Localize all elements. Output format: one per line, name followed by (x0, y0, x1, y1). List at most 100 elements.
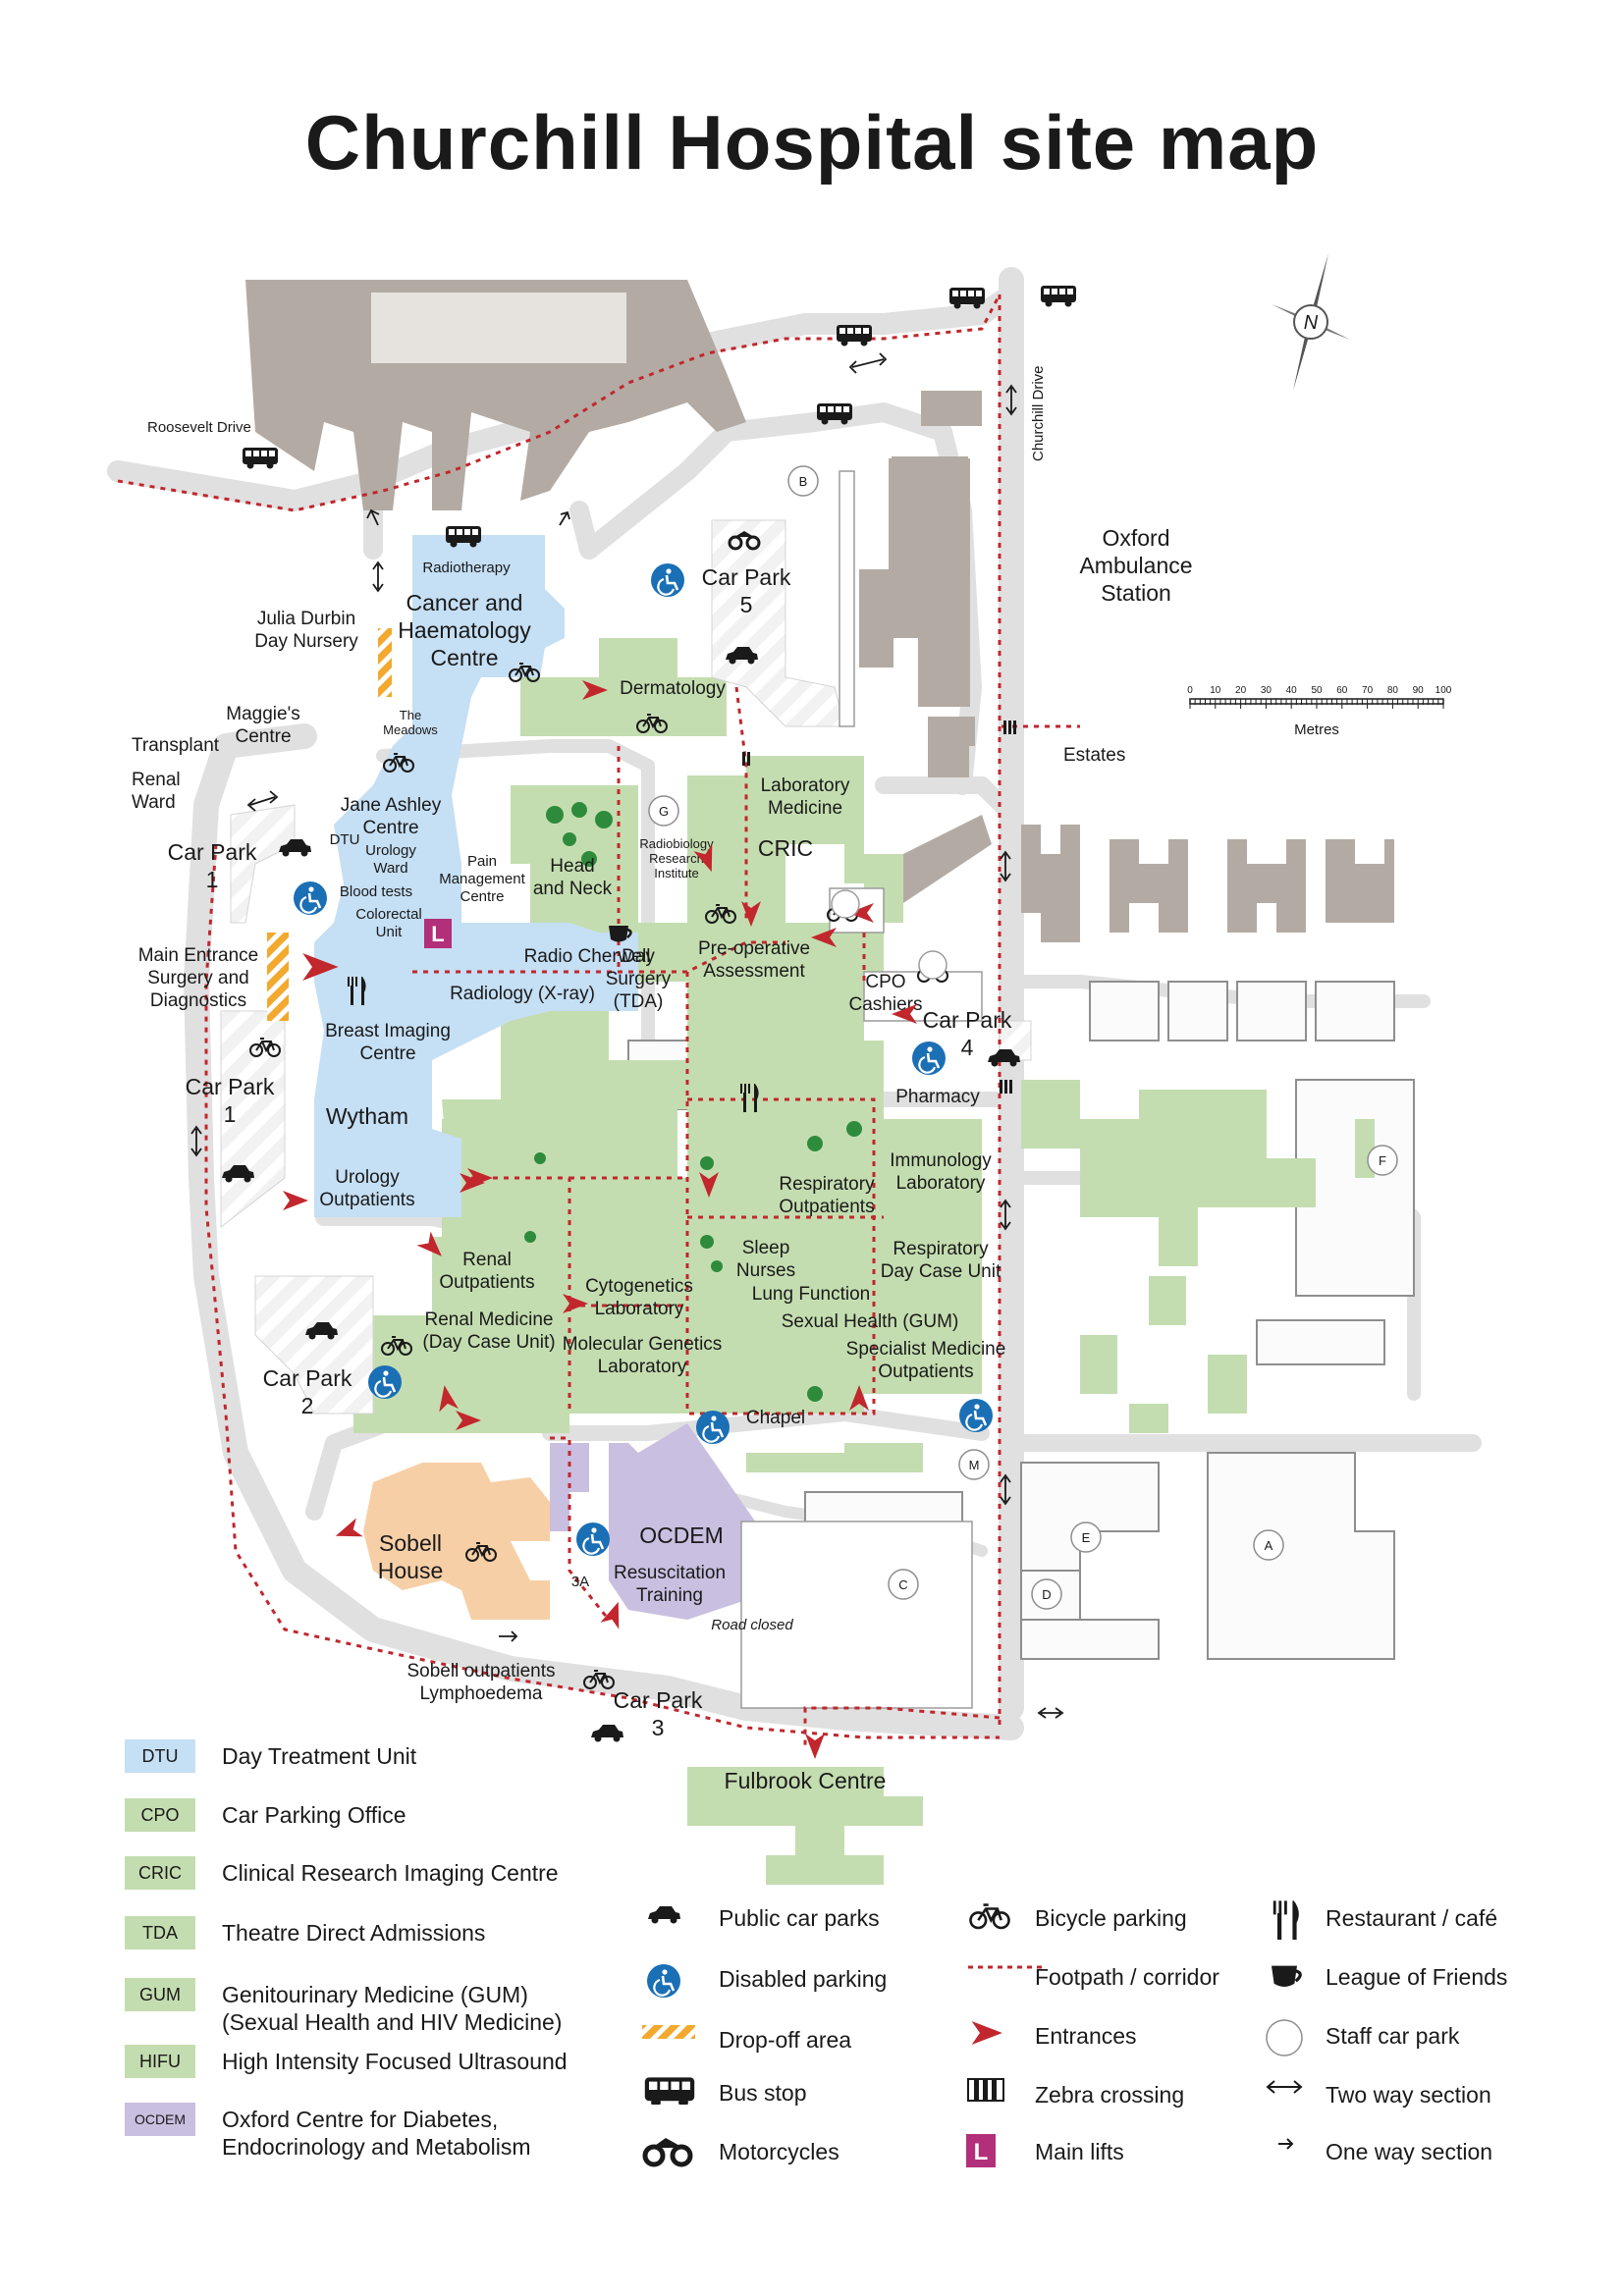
bus-icon (640, 2075, 699, 2109)
entrance-arrow-icon (283, 1191, 308, 1210)
letter-marker-d: D (1031, 1578, 1062, 1610)
disabled-parking-icon (649, 561, 686, 599)
letter-marker-e: E (1070, 1522, 1102, 1553)
scale-tick-label: 30 (1261, 685, 1272, 696)
staff-car-parks (740, 470, 983, 1709)
letter-marker-text: E (1082, 1530, 1091, 1545)
letter-marker-text: B (799, 474, 808, 489)
footpath-icon (966, 1959, 1045, 1977)
hospital-green-buildings (353, 638, 1375, 1885)
ambulance-station-buildings (859, 391, 982, 707)
two-way-arrow-icon (1265, 2077, 1304, 2102)
zebra-crossing-icon (966, 2077, 1005, 2108)
drop-off-area-2 (267, 933, 289, 1021)
main-lifts-marker[interactable]: L (424, 919, 452, 948)
scale-tick-label: 50 (1311, 685, 1323, 696)
map-label-cp3a: 3A (571, 1574, 589, 1590)
letter-marker-a: A (1253, 1529, 1284, 1561)
scale-tick-label: 80 (1387, 685, 1399, 696)
disabled-parking-icon (910, 1040, 947, 1077)
map-label-lung: Lung Function (752, 1284, 870, 1305)
scale-tick-label: 100 (1435, 685, 1452, 696)
map-label-dtu: DTU (330, 831, 360, 848)
page-title: Churchill Hospital site map (304, 99, 1320, 186)
campus-label-box (371, 293, 626, 363)
disabled-parking-icon (957, 1397, 995, 1434)
legend-symbol-label: Bus stop (719, 2080, 807, 2106)
car-icon (640, 1900, 687, 1935)
map-label-dermatology: Dermatology (620, 678, 726, 699)
letter-marker-text: M (969, 1458, 980, 1472)
staff-car-park-icon (1265, 2018, 1304, 2062)
lift-icon: L (966, 2134, 996, 2172)
legend-abbr-cpo: CPO (125, 1798, 195, 1832)
legend-symbol-label: Staff car park (1326, 2023, 1460, 2049)
letter-marker-text: A (1265, 1538, 1273, 1553)
cup-icon (1265, 1959, 1304, 1998)
legend-abbr-tda: TDA (125, 1916, 195, 1949)
zebra-crossings (742, 721, 1016, 1094)
map-label-transplant: Transplant (132, 735, 220, 756)
scale-tick-label: 40 (1286, 685, 1298, 696)
disabled-parking-icon (694, 1409, 731, 1446)
legend-abbr-text: Day Treatment Unit (222, 1743, 417, 1769)
map-label-radio-cherwell: Radio Cherwell (524, 946, 651, 967)
map-label-renal-med: Renal Medicine(Day Case Unit) (422, 1309, 555, 1353)
scale-bar-unit: Metres (1294, 721, 1339, 738)
legend-abbr-text: Genitourinary Medicine (GUM) (Sexual Hea… (222, 1982, 563, 2035)
courtyard-trees (524, 802, 862, 1402)
legend-symbol-label: Restaurant / café (1326, 1905, 1498, 1931)
legend-symbol-label: One way section (1326, 2139, 1493, 2164)
bicycle-icon (966, 1900, 1013, 1935)
letter-marker-f: F (1367, 1145, 1398, 1176)
legend-symbol-label: Public car parks (719, 1905, 880, 1931)
legend-symbol-label: Footpath / corridor (1035, 1964, 1219, 1990)
letter-marker-m: M (958, 1449, 990, 1480)
map-label-wytham: Wytham (326, 1103, 408, 1129)
road-label-churchill: Churchill Drive (1030, 365, 1047, 461)
staff-car-park-circles (831, 889, 947, 980)
map-label-radiotherapy: Radiotherapy (422, 560, 511, 576)
disabled-parking-icon (292, 880, 329, 917)
map-label-estates: Estates (1063, 745, 1125, 766)
letter-marker-text: D (1042, 1587, 1051, 1602)
legend-abbr-cric: CRIC (125, 1856, 195, 1890)
entrance-arrow-icon (966, 2018, 1005, 2053)
road-label-roosevelt: Roosevelt Drive (147, 419, 251, 436)
one-way-arrows (366, 508, 570, 1642)
disabled-parking-icon (640, 1961, 687, 2005)
bus-stop-icon (1041, 286, 1076, 307)
legend-abbr-gum: GUM (125, 1978, 195, 2011)
estates-buildings (884, 717, 992, 903)
scale-tick-label: 90 (1413, 685, 1425, 696)
map-label-blood: Blood tests (340, 883, 412, 900)
main-lifts-letter: L (431, 922, 444, 946)
car-parks (220, 519, 1032, 1415)
bus-stop-icon (837, 325, 872, 347)
